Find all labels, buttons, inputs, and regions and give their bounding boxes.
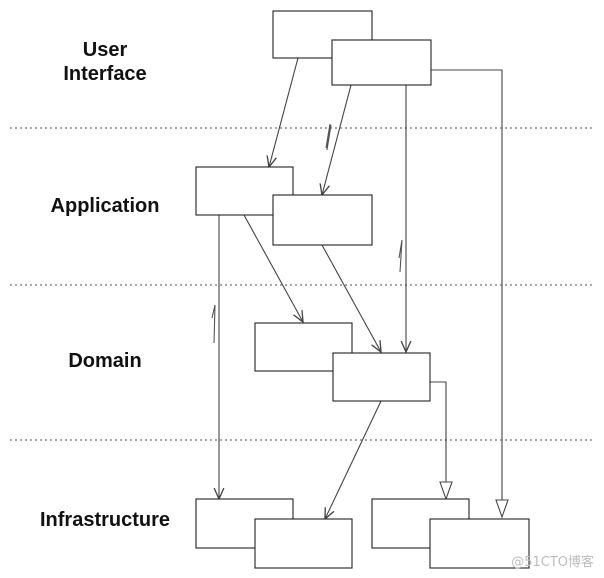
ui-layer-boxes	[272, 10, 432, 86]
app-layer-boxes	[195, 166, 373, 246]
infra-component-box-2	[254, 518, 353, 569]
hand-mark-ui-app	[325, 123, 332, 151]
ui-component-box-2	[331, 39, 432, 86]
dependency-arrows	[219, 57, 509, 519]
arrow-ui2-to-app2	[322, 84, 352, 195]
arrow-domain2-to-infra3	[430, 381, 447, 482]
arrow-app2-to-domain2	[321, 244, 381, 352]
arrowhead-domain2-to-infra3	[439, 481, 453, 501]
watermark-text: @51CTO博客	[511, 555, 594, 570]
domain-layer-boxes	[254, 322, 431, 402]
layer-dividers	[10, 127, 592, 441]
infra-component-box-4	[429, 518, 530, 569]
hand-mark-app-domain-left	[211, 304, 216, 344]
layer-label-infrastructure: Infrastructure	[39, 509, 171, 531]
domain-component-box-1	[254, 322, 353, 372]
layer-label-user-interface: User Interface	[63, 39, 147, 85]
arrow-domain2-to-infra2	[325, 400, 382, 519]
arrow-ui1-to-app1	[269, 57, 299, 167]
app-component-box-2	[272, 194, 373, 246]
arrowhead-ui2-to-infra4	[495, 499, 509, 519]
hand-mark-app-domain-right	[398, 239, 403, 273]
infra-layer-boxes	[195, 498, 530, 569]
domain-component-box-2	[332, 352, 431, 402]
hand-marks	[211, 123, 403, 344]
arrow-app1-to-domain1	[243, 214, 303, 322]
arrow-ui2-to-infra4	[431, 69, 503, 500]
layer-label-application: Application	[50, 195, 160, 217]
layer-label-domain: Domain	[68, 350, 142, 372]
